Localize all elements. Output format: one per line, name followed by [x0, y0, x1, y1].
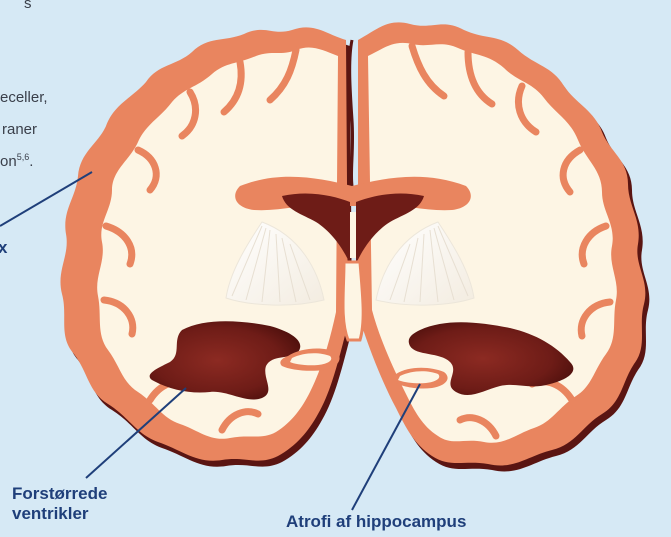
ventricles-label-line-1: Forstørrede	[12, 484, 107, 504]
hippocampus-label: Atrofi af hippocampus	[286, 512, 466, 532]
ventricles-label-line-2: ventrikler	[12, 504, 107, 524]
ventricles-label: Forstørrede ventrikler	[12, 484, 107, 524]
septum-pellucidum	[350, 212, 356, 258]
midline-structure	[343, 262, 363, 340]
hippocampus-leader-line	[352, 384, 420, 510]
